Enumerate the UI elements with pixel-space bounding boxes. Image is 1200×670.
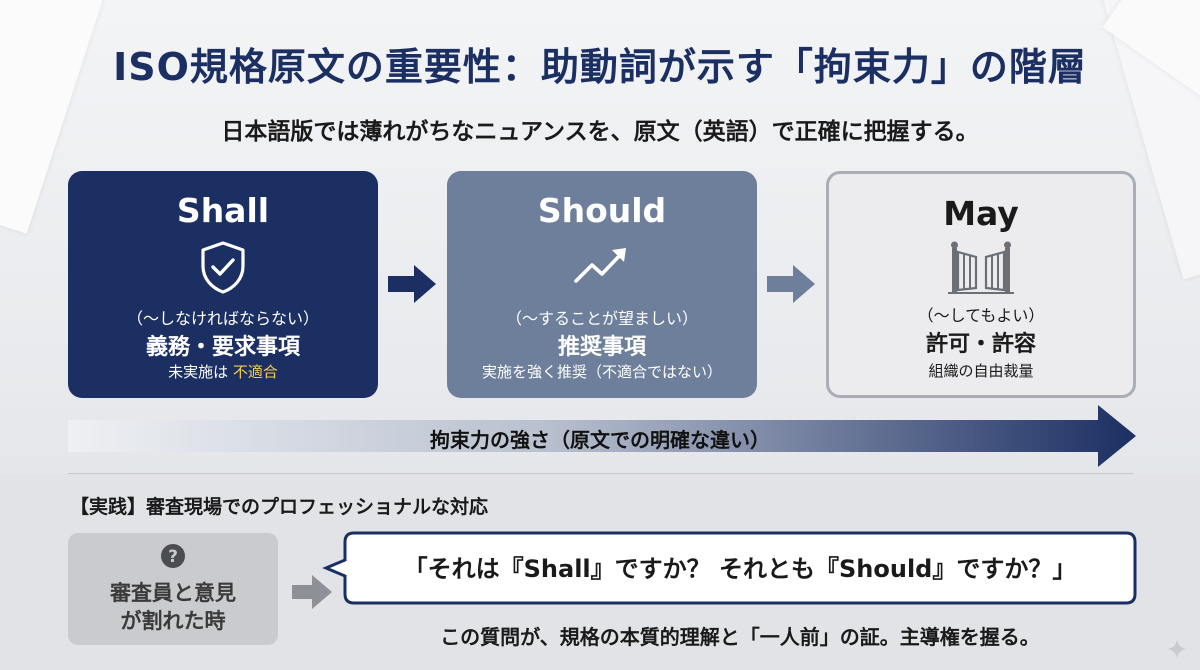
card-may: May （～してもよい） 許可・許容 組織の自由裁量 bbox=[826, 171, 1136, 398]
sparkle-icon bbox=[1167, 639, 1187, 659]
card-shall-note: 未実施は 不適合 bbox=[68, 361, 378, 382]
card-shall: Shall （～しなければならない） 義務・要求事項 未実施は 不適合 bbox=[68, 171, 378, 398]
page-title: ISO規格原文の重要性：助動詞が示す「拘束力」の階層 bbox=[113, 45, 1087, 89]
card-shall-note-highlight: 不適合 bbox=[232, 363, 278, 381]
conclusion-text: この質問が、規格の本質的理解と「一人前」の証。主導権を握る。 bbox=[440, 625, 1040, 649]
shield-check-icon bbox=[197, 239, 249, 299]
card-should-note: 実施を強く推奨（不適合ではない） bbox=[481, 363, 722, 381]
card-shall-head: Shall bbox=[176, 191, 270, 230]
scene-text-line1: 審査員と意見 bbox=[110, 581, 236, 605]
card-may-head: May bbox=[943, 194, 1019, 233]
open-gate-icon bbox=[946, 238, 1016, 300]
card-shall-main: 義務・要求事項 bbox=[145, 335, 300, 360]
speech-bubble bbox=[322, 531, 1137, 605]
scene-text: 審査員と意見 が割れた時 bbox=[68, 579, 278, 635]
binding-strength-label: 拘束力の強さ（原文での明確な違い） bbox=[430, 428, 770, 452]
question-text: 「それは『Shall』ですか？ それとも『Should』ですか？」 bbox=[403, 555, 1077, 583]
question-icon: ? bbox=[160, 543, 186, 573]
arrow-right-gray-icon bbox=[292, 575, 332, 609]
practice-label: 【実践】審査現場でのプロフェッショナルな対応 bbox=[70, 496, 489, 518]
card-may-note: 組織の自由裁量 bbox=[928, 362, 1034, 380]
arrow-right-icon bbox=[767, 265, 815, 303]
card-may-main: 許可・許容 bbox=[925, 332, 1036, 357]
card-shall-paren: （～しなければならない） bbox=[126, 309, 319, 328]
card-may-paren: （～してもよい） bbox=[917, 306, 1045, 325]
scene-text-line2: が割れた時 bbox=[120, 609, 226, 633]
page-subtitle: 日本語版では薄れがちなニュアンスを、原文（英語）で正確に把握する。 bbox=[221, 119, 979, 145]
arrow-right-icon bbox=[388, 265, 436, 303]
trend-up-icon bbox=[572, 243, 632, 291]
card-should-head: Should bbox=[537, 191, 667, 230]
card-should-paren: （～することが望ましい） bbox=[505, 309, 698, 328]
svg-text:?: ? bbox=[168, 547, 178, 567]
scene-box: ? 審査員と意見 が割れた時 bbox=[68, 533, 278, 645]
binding-strength-arrow bbox=[68, 405, 1136, 467]
card-should-main: 推奨事項 bbox=[557, 335, 646, 360]
card-shall-note-prefix: 未実施は bbox=[168, 363, 229, 381]
card-should: Should （～することが望ましい） 推奨事項 実施を強く推奨（不適合ではない… bbox=[447, 171, 757, 398]
section-divider bbox=[68, 473, 1133, 474]
